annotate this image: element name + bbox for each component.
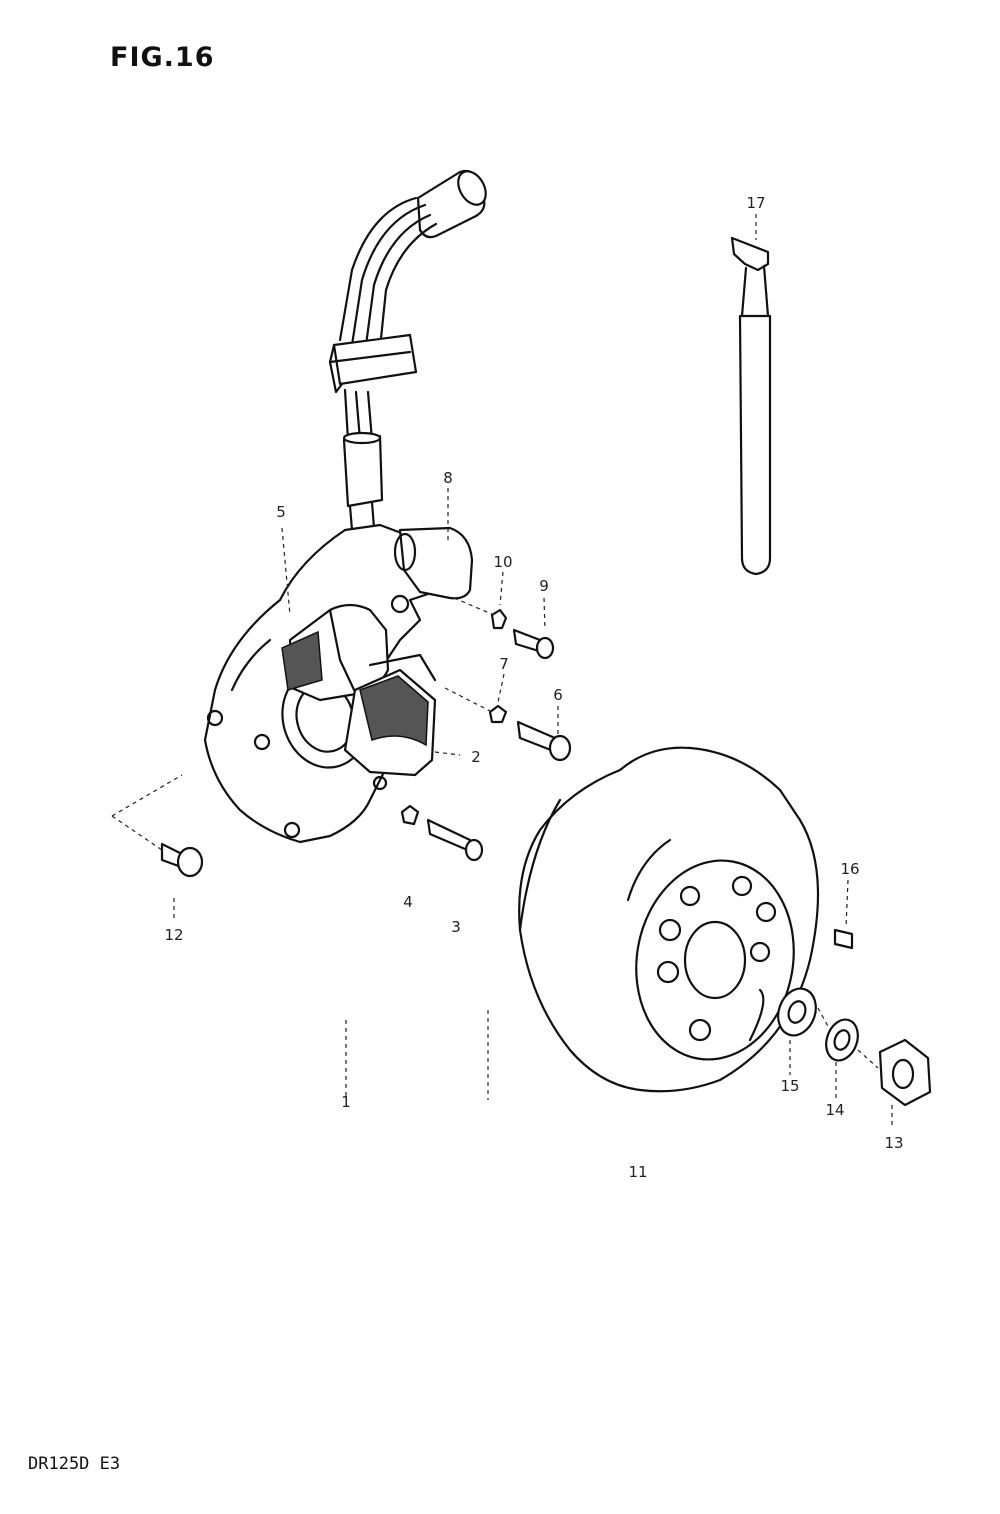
callout-16: 16: [840, 860, 860, 878]
model-code: DR125D E3: [28, 1454, 121, 1474]
wiring-harness: [328, 169, 487, 532]
washer-15: [777, 987, 817, 1037]
key-16: [833, 928, 854, 950]
callout-9: 9: [539, 577, 549, 595]
callout-4: 4: [403, 893, 413, 911]
flywheel-rotor: [518, 746, 820, 1093]
callout-6: 6: [553, 686, 563, 704]
pickup-coil: [281, 603, 390, 702]
callout-12: 12: [164, 926, 184, 944]
lock-washer-14: [825, 1018, 859, 1062]
exciter-coil: [393, 526, 474, 600]
callout-14: 14: [825, 1101, 845, 1119]
callout-17: 17: [746, 194, 766, 212]
callout-7: 7: [499, 655, 509, 673]
leader-lines: [111, 214, 893, 1125]
callout-15: 15: [780, 1077, 800, 1095]
nut-13: [878, 1038, 932, 1107]
callout-11: 11: [628, 1163, 648, 1181]
callout-13: 13: [884, 1134, 904, 1152]
callout-5: 5: [276, 503, 286, 521]
callout-10: 10: [493, 553, 513, 571]
callout-3: 3: [451, 918, 461, 936]
callout-2: 2: [471, 748, 481, 766]
callout-8: 8: [443, 469, 453, 487]
callout-1: 1: [341, 1093, 351, 1111]
figure-title: FIG.16: [110, 42, 215, 73]
charging-coil: [343, 653, 437, 777]
tool-17: [730, 236, 772, 576]
stator-screws: [160, 608, 572, 878]
